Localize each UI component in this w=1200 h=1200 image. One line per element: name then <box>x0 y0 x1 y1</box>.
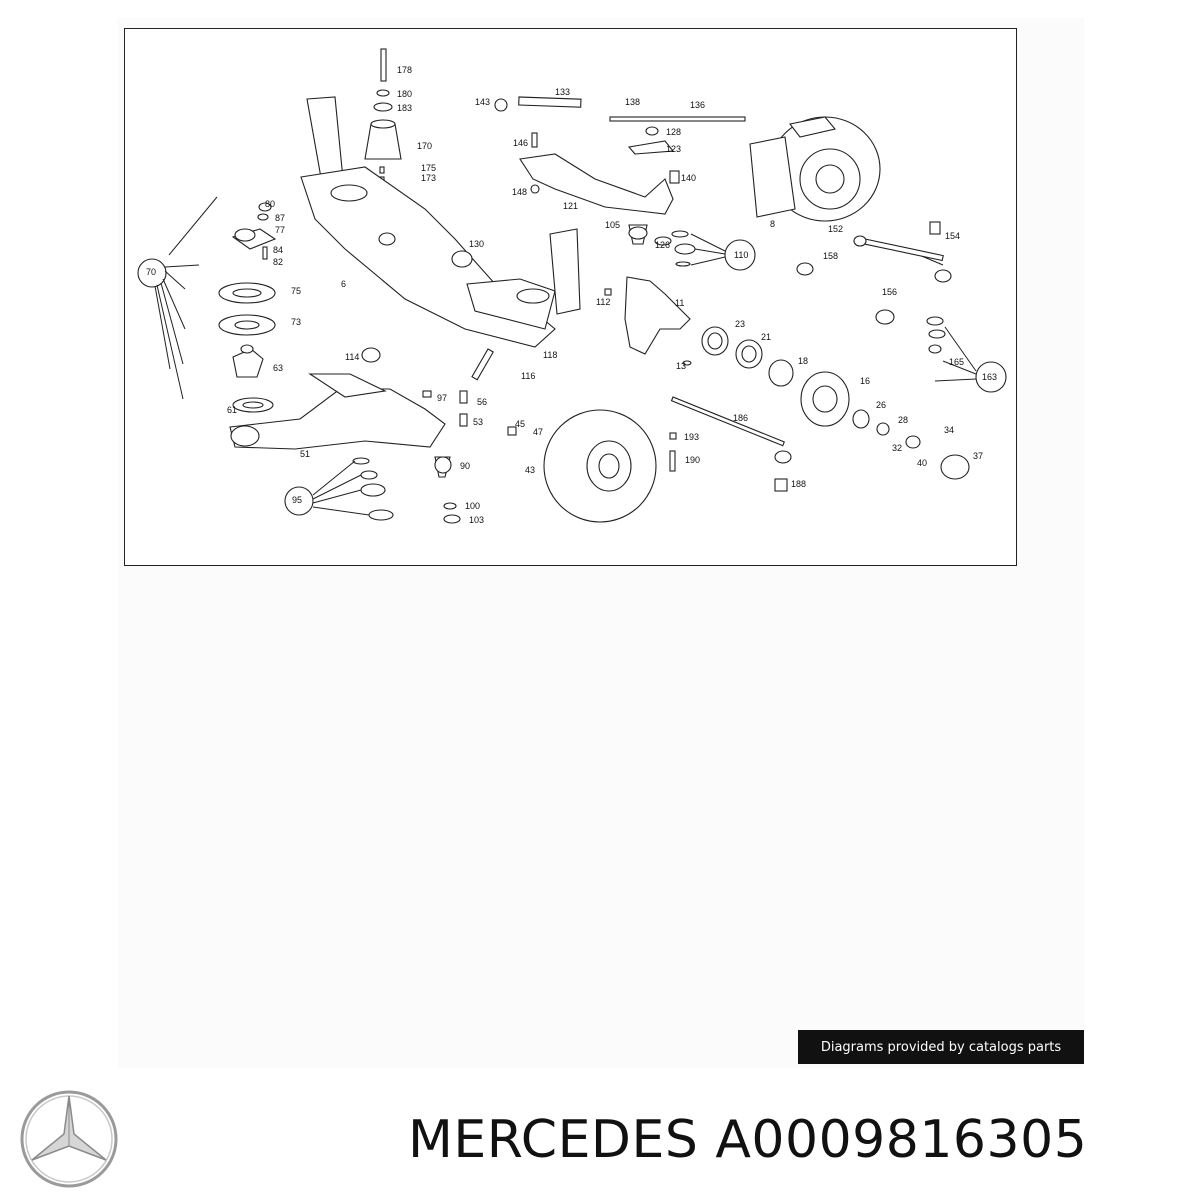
steering-knuckle <box>451 221 1007 393</box>
callout-77: 77 <box>275 225 285 235</box>
callout-80: 80 <box>265 199 275 209</box>
callout-90: 90 <box>460 461 470 471</box>
parts-diagram: 178 180 183 170 175 173 143 133 138 136 … <box>124 28 1017 566</box>
callout-143: 143 <box>475 97 490 107</box>
callout-75: 75 <box>291 286 301 296</box>
callout-105: 105 <box>605 220 620 230</box>
callout-156: 156 <box>882 287 897 297</box>
callout-70: 70 <box>146 267 156 277</box>
callout-37: 37 <box>973 451 983 461</box>
upper-control-arm <box>494 96 746 215</box>
lower-control-arm <box>229 347 494 524</box>
callout-130: 130 <box>469 239 484 249</box>
callout-170: 170 <box>417 141 432 151</box>
left-mount-parts <box>137 196 277 413</box>
callout-193: 193 <box>684 432 699 442</box>
callout-43: 43 <box>525 465 535 475</box>
callout-87: 87 <box>275 213 285 223</box>
callout-190: 190 <box>685 455 700 465</box>
mercedes-star-icon <box>20 1090 118 1188</box>
callout-178: 178 <box>397 65 412 75</box>
callout-32: 32 <box>892 443 902 453</box>
callout-126: 126 <box>655 240 670 250</box>
callout-165: 165 <box>949 357 964 367</box>
callout-40: 40 <box>917 458 927 468</box>
callout-82: 82 <box>273 257 283 267</box>
callout-175: 175 <box>421 163 436 173</box>
callout-112: 112 <box>596 297 610 307</box>
callout-148: 148 <box>512 187 527 197</box>
callout-136: 136 <box>690 100 705 110</box>
part-number-title: MERCEDES A0009816305 <box>408 1110 1088 1170</box>
strut-mount-parts <box>364 48 402 184</box>
callout-154: 154 <box>945 231 960 241</box>
diagram-credit-label: Diagrams provided by catalogs parts <box>798 1030 1084 1064</box>
callout-13: 13 <box>676 361 686 371</box>
callout-63: 63 <box>273 363 283 373</box>
callout-6: 6 <box>341 279 346 289</box>
callout-123: 123 <box>666 144 681 154</box>
callout-110: 110 <box>734 250 748 260</box>
callout-173: 173 <box>421 173 436 183</box>
callout-84: 84 <box>273 245 283 255</box>
callout-34: 34 <box>944 425 954 435</box>
callout-186: 186 <box>733 413 748 423</box>
callout-100: 100 <box>465 501 480 511</box>
callout-21: 21 <box>761 332 771 342</box>
callout-labels: 178 180 183 170 175 173 143 133 138 136 … <box>146 65 997 525</box>
brake-caliper-assembly <box>749 116 881 222</box>
subframe <box>300 96 581 348</box>
callout-152: 152 <box>828 224 843 234</box>
callout-47: 47 <box>533 427 543 437</box>
wheel-hub-parts <box>670 326 970 492</box>
callout-51: 51 <box>300 449 310 459</box>
callout-138: 138 <box>625 97 640 107</box>
brake-rotor <box>507 409 677 523</box>
callout-188: 188 <box>791 479 806 489</box>
callout-45: 45 <box>515 419 525 429</box>
callout-73: 73 <box>291 317 301 327</box>
callout-146: 146 <box>513 138 528 148</box>
callout-103: 103 <box>469 515 484 525</box>
callout-158: 158 <box>823 251 838 261</box>
callout-121: 121 <box>563 201 578 211</box>
callout-16: 16 <box>860 376 870 386</box>
callout-118: 118 <box>543 350 557 360</box>
callout-53: 53 <box>473 417 483 427</box>
callout-180: 180 <box>397 89 412 99</box>
callout-97: 97 <box>437 393 447 403</box>
callout-128: 128 <box>666 127 681 137</box>
callout-28: 28 <box>898 415 908 425</box>
callout-56: 56 <box>477 397 487 407</box>
callout-116: 116 <box>521 371 535 381</box>
callout-23: 23 <box>735 319 745 329</box>
callout-114: 114 <box>345 352 359 362</box>
callout-11: 11 <box>675 298 684 308</box>
callout-61: 61 <box>227 405 237 415</box>
suspension-exploded-view: 178 180 183 170 175 173 143 133 138 136 … <box>137 48 1007 525</box>
callout-140: 140 <box>681 173 696 183</box>
callout-18: 18 <box>798 356 808 366</box>
callout-26: 26 <box>876 400 886 410</box>
callout-183: 183 <box>397 103 412 113</box>
callout-95: 95 <box>292 495 302 505</box>
callout-133: 133 <box>555 87 570 97</box>
callout-8: 8 <box>770 219 775 229</box>
callout-163: 163 <box>982 372 997 382</box>
